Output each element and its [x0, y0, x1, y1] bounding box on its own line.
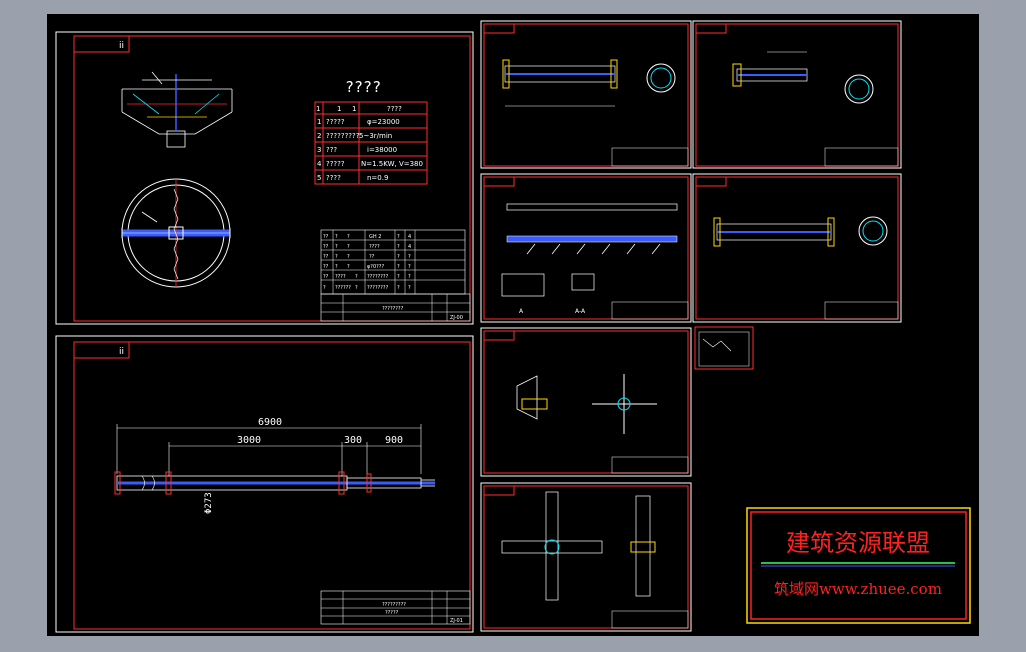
spec-row-num: 5 — [317, 174, 321, 182]
sheet2-tab: ii — [119, 347, 124, 357]
bom-cell: ? — [355, 285, 358, 291]
spec-row-name: ??? — [326, 146, 337, 154]
bom-cell: ? — [408, 254, 411, 260]
spec-row-value: N=1.5KW, V=380 — [361, 160, 423, 168]
bom-cell: ? — [347, 254, 350, 260]
bom-cell: ???? — [335, 274, 346, 280]
sheet-thumbnail — [694, 326, 754, 370]
section-aa-label: A-A — [575, 308, 586, 315]
bom-cell: ? — [397, 234, 400, 240]
shaft-dimensions — [116, 424, 422, 476]
bom-cell: ???? — [369, 244, 380, 250]
bom-cell: ? — [397, 254, 400, 260]
bom-cell: ???????? — [367, 274, 389, 280]
tank-elevation — [121, 71, 233, 148]
bom-cell: 4 — [408, 244, 411, 250]
spec-row-value: i=38000 — [367, 146, 397, 154]
spec-heading: ???? — [345, 78, 381, 96]
title-block-2-code: ZJ-01 — [450, 618, 463, 624]
dim-a: 3000 — [237, 435, 261, 446]
bom-cell: ?? — [323, 264, 329, 270]
spec-header-3: 1 — [352, 105, 356, 113]
title-block-2-name: ????????? — [382, 602, 406, 608]
title-block-1-name: ???????? — [382, 306, 404, 312]
spec-row-value: 5~3r/min — [359, 132, 392, 140]
bom-cell: ?? — [323, 274, 329, 280]
drawing-canvas[interactable]: ii ? — [47, 14, 979, 636]
title-block-1: ???????? ZJ-00 — [320, 293, 471, 322]
cad-drawing: ii ? — [55, 20, 971, 633]
tank-plan — [121, 178, 231, 288]
sheet-pipe-a — [480, 20, 692, 169]
bom-cell: ?? — [323, 254, 329, 260]
bom-cell: ? — [335, 254, 338, 260]
bom-cell: ? — [335, 234, 338, 240]
spec-header-1: 1 — [316, 105, 320, 113]
spec-row-num: 1 — [317, 118, 321, 126]
bom-cell: 4 — [408, 234, 411, 240]
bom-cell: ? — [347, 244, 350, 250]
bom-cell: ? — [397, 244, 400, 250]
bom-cell: ?? — [323, 244, 329, 250]
bom-cell: ?? — [323, 234, 329, 240]
bom-cell: ? — [335, 244, 338, 250]
spec-row-name: ????? — [326, 160, 345, 168]
spec-row-num: 4 — [317, 160, 322, 168]
bom-table: ?? ? ? GH 2 ? 4 ?? ? ? ???? ? 4 ?? ? ? ?… — [320, 229, 466, 295]
section-a-label: A — [519, 308, 524, 315]
bom-cell: ? — [355, 274, 358, 280]
sheet-pipe-b — [692, 20, 902, 169]
spec-row-name: ????????? — [326, 132, 360, 140]
shaft-diameter: Φ273 — [204, 492, 214, 514]
title-block-2-sub: ????? — [385, 610, 399, 616]
bom-cell: ? — [347, 264, 350, 270]
spec-row-num: 2 — [317, 132, 321, 140]
spec-row-name: ???? — [326, 174, 341, 182]
title-block-1-code: ZJ-00 — [450, 315, 463, 321]
watermark-title: 建筑资源联盟 — [786, 529, 930, 557]
sheet-pipe-c — [692, 173, 902, 323]
bom-cell: ? — [397, 285, 400, 291]
bom-cell: ? — [323, 285, 326, 291]
spec-row-name: ????? — [326, 118, 345, 126]
spec-row-num: 3 — [317, 146, 321, 154]
sheet-cross — [480, 482, 692, 632]
dim-total: 6900 — [258, 417, 282, 428]
bom-cell: φ?0??? — [367, 264, 384, 270]
shaft-body — [114, 471, 435, 495]
bom-cell: ? — [397, 274, 400, 280]
bom-cell: ???????? — [367, 285, 389, 291]
bom-cell: ? — [408, 274, 411, 280]
sheet-assembly: ii ? — [55, 31, 474, 325]
spec-row-value: n=0.9 — [367, 174, 388, 182]
sheet1-tab: ii — [119, 41, 124, 51]
dim-c: 900 — [385, 435, 403, 446]
spec-header-4: ???? — [387, 105, 402, 113]
sheet-hub — [480, 327, 692, 477]
sheet-shaft: ii 6900 3000 300 900 Φ273 — [55, 335, 474, 633]
sheet-arm: A A-A — [480, 173, 692, 323]
title-block-2: ????????? ????? ZJ-01 — [320, 590, 471, 625]
dim-b: 300 — [344, 435, 362, 446]
bom-cell: ? — [408, 264, 411, 270]
bom-cell: ? — [397, 264, 400, 270]
spec-header-2: 1 — [337, 105, 341, 113]
watermark-url: 筑域网www.zhuee.com — [774, 580, 942, 598]
bom-cell: ?? — [369, 254, 375, 260]
bom-cell: ? — [335, 264, 338, 270]
watermark-stamp: 建筑资源联盟 筑域网www.zhuee.com — [746, 507, 971, 624]
bom-cell: ? — [347, 234, 350, 240]
bom-cell: GH 2 — [369, 234, 381, 240]
spec-row-value: φ=23000 — [367, 118, 400, 126]
bom-cell: ?????? — [335, 285, 351, 291]
spec-table: 1 1 1 ???? 1 ????? φ=23000 2 ????????? 5… — [314, 101, 428, 185]
bom-cell: ? — [408, 285, 411, 291]
